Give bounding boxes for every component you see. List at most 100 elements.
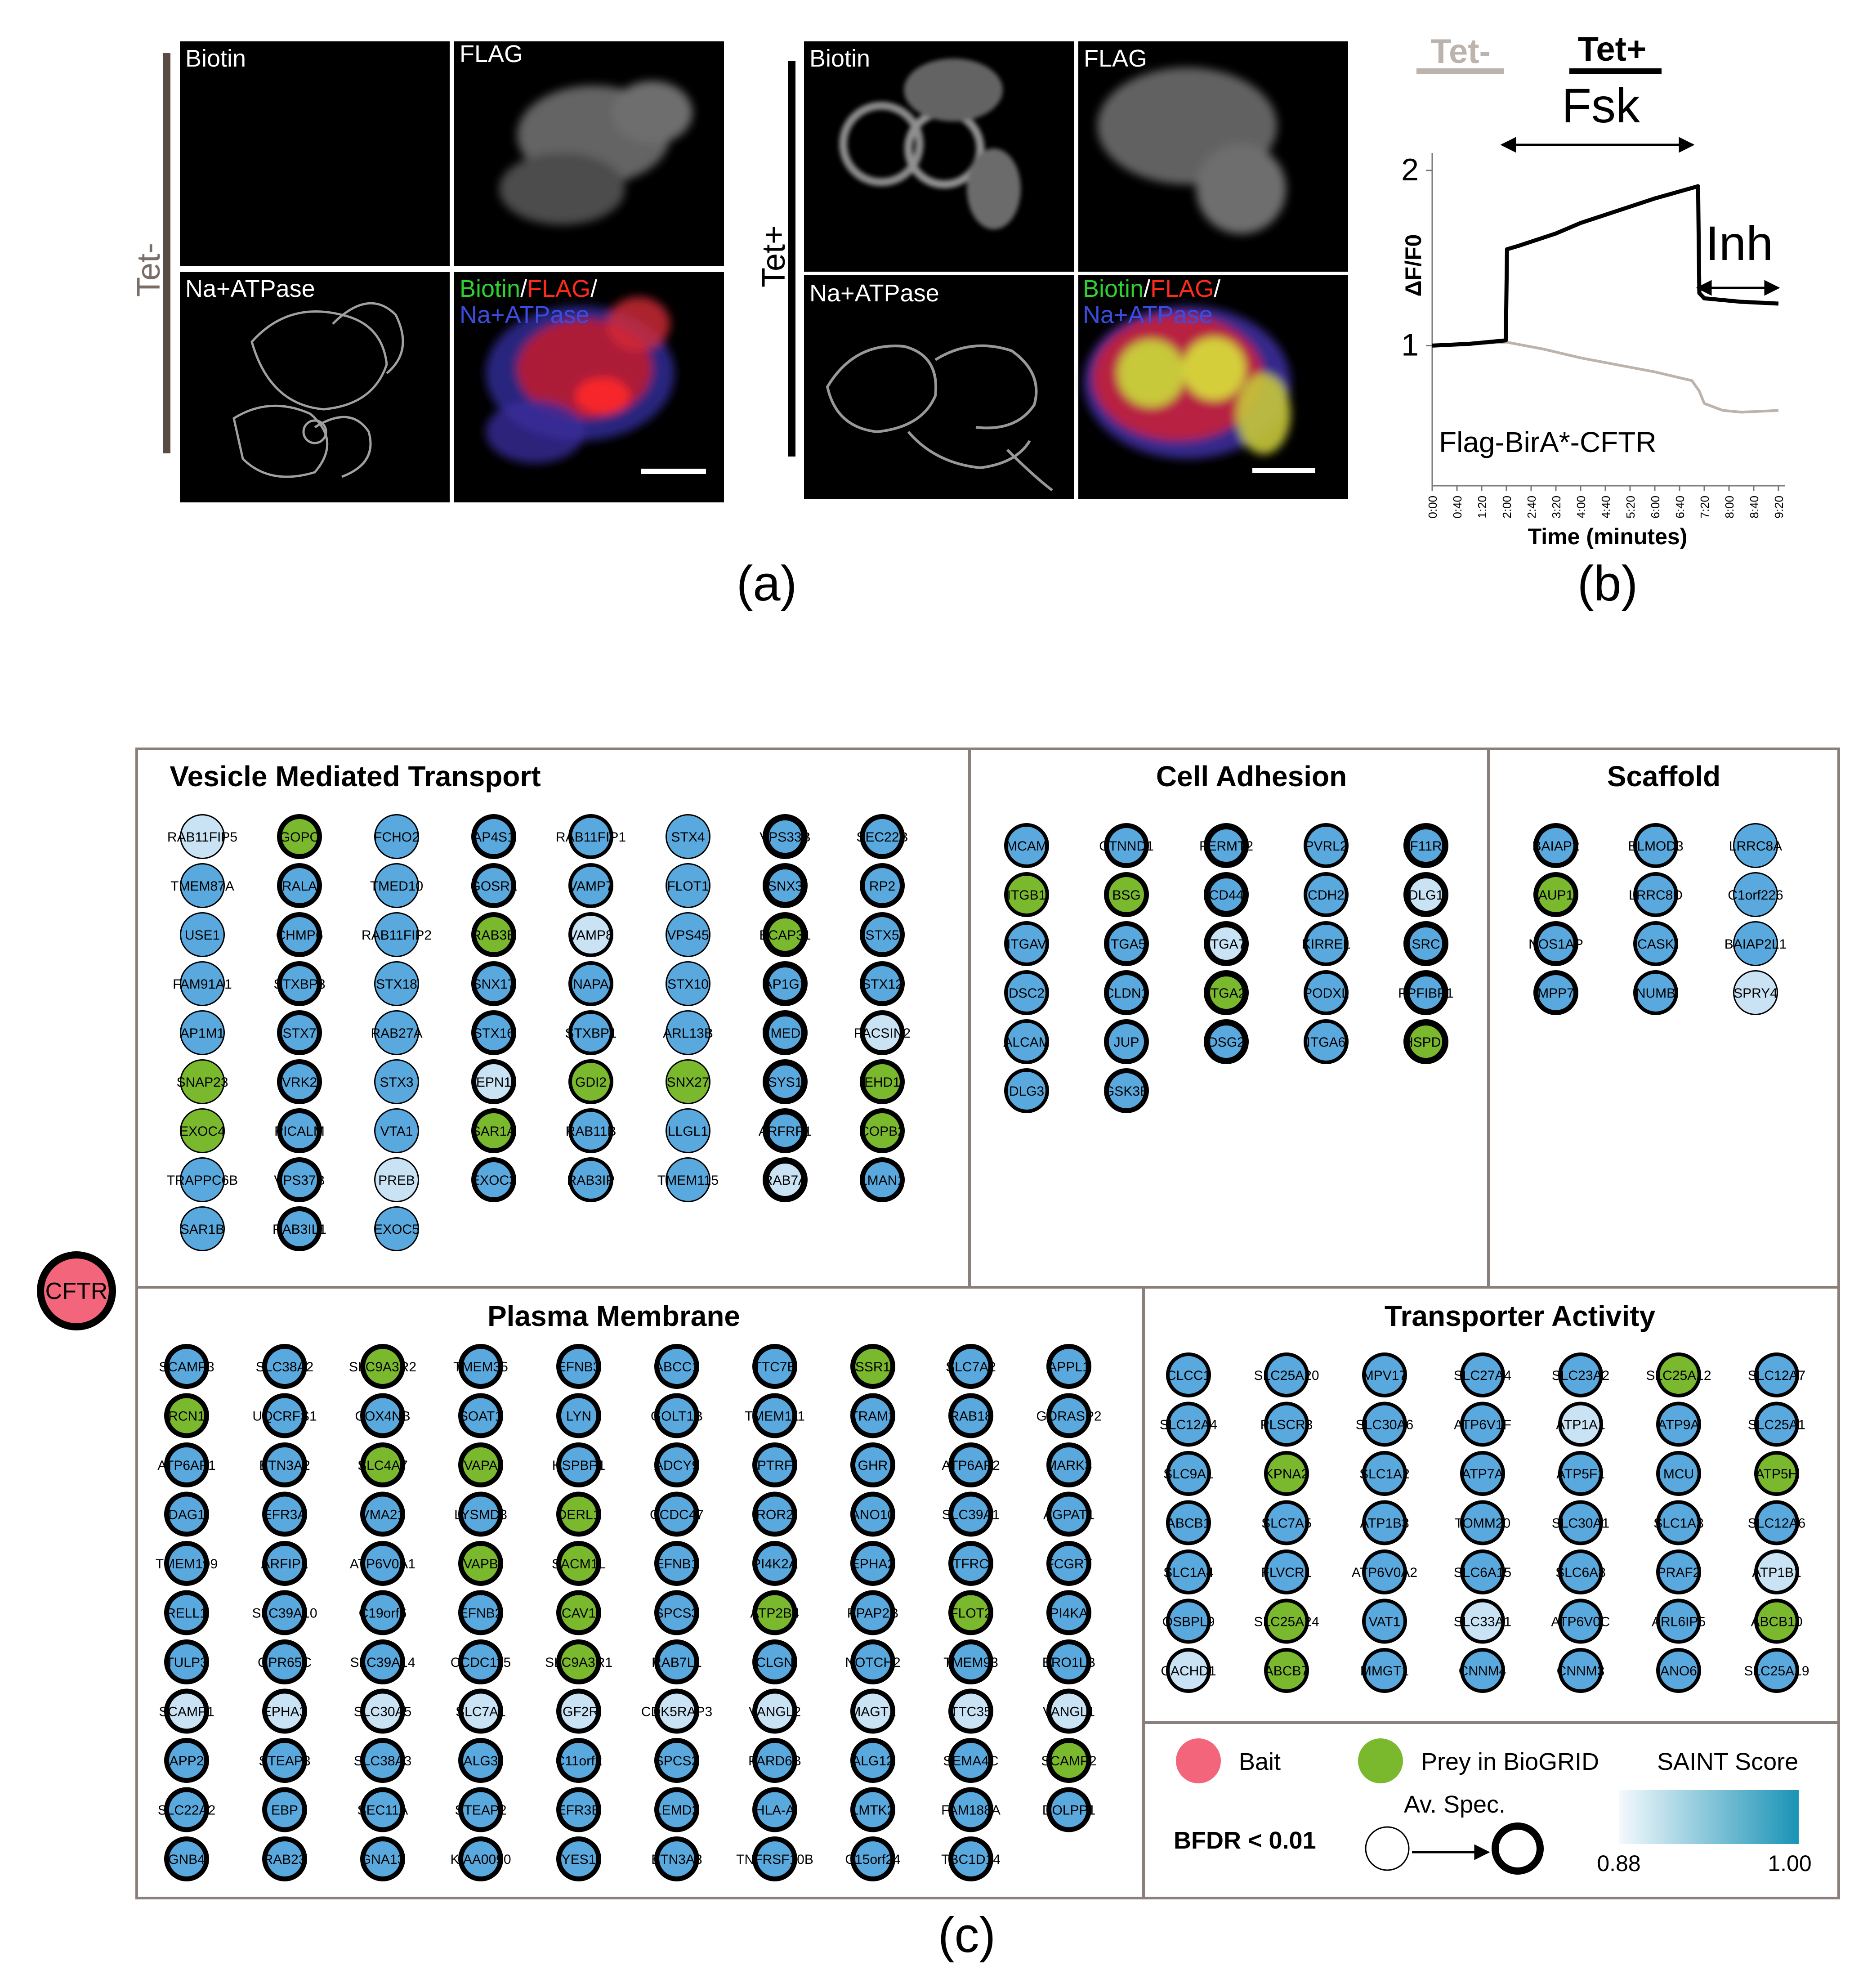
gene-node: SLC30A1	[1552, 1500, 1609, 1545]
gene-node: FERMT2	[1199, 823, 1253, 868]
gene-label: SLC30A6	[1356, 1418, 1413, 1433]
gene-node-circle	[360, 1738, 405, 1783]
gene-node: MAGT1	[849, 1688, 896, 1734]
gene-node-circle	[471, 814, 516, 859]
gene-node-circle	[654, 1393, 699, 1438]
gene-node: APPL1	[1046, 1344, 1091, 1389]
gene-node-circle	[360, 1393, 405, 1438]
gene-node-circle	[277, 1206, 322, 1251]
gene-node: AP1M1	[180, 1010, 225, 1055]
cell-texture	[839, 58, 1021, 229]
gene-node-circle	[752, 1787, 797, 1832]
gene-node-circle	[458, 1738, 503, 1783]
gene-label: SLC25A20	[1254, 1368, 1319, 1383]
gene-node: BCAP31	[759, 912, 811, 957]
gene-label: RAB27A	[371, 1026, 422, 1041]
gene-label: SNAP23	[176, 1075, 228, 1090]
gene-node-circle	[1558, 1598, 1603, 1644]
gene-node: ABCC1	[654, 1344, 699, 1389]
gene-label: CCDC47	[650, 1508, 704, 1522]
gene-node-circle	[277, 912, 322, 957]
gene-label: EFR3B	[557, 1803, 601, 1818]
gene-label: DSC2	[1009, 986, 1045, 1001]
gene-node: AP1G1	[763, 961, 808, 1006]
gene-node-circle	[1304, 1019, 1349, 1064]
gene-node: SLC9A3R1	[545, 1639, 612, 1684]
saint-legend-label: SAINT Score	[1657, 1748, 1798, 1775]
gene-label: ALG3	[464, 1754, 498, 1769]
gene-node-circle	[1362, 1352, 1407, 1397]
gene-label: ATP6AP2	[942, 1458, 1000, 1473]
gene-node-circle	[277, 1059, 322, 1104]
gene-label: SNX17	[472, 977, 515, 992]
gene-node: VAMP7	[568, 863, 613, 908]
gene-label: SLC25A1	[1748, 1418, 1805, 1433]
gene-label: ARL13B	[663, 1026, 713, 1041]
x-tick-label: 6:00	[1649, 496, 1662, 519]
gene-node: ATP6V0C	[1551, 1598, 1610, 1644]
gene-label: CLCC1	[1166, 1368, 1211, 1383]
gene-node-circle	[1362, 1598, 1407, 1644]
gene-node-circle	[1656, 1401, 1701, 1447]
gene-node: BTN3A3	[651, 1836, 702, 1881]
gene-node-circle	[763, 1157, 808, 1202]
gene-node-circle	[752, 1491, 797, 1537]
gene-node-circle	[568, 1157, 613, 1202]
gene-label: SLC25A24	[1254, 1615, 1319, 1630]
gene-node-circle	[1362, 1500, 1407, 1545]
gene-node: IGF2R	[556, 1688, 601, 1734]
cell-merge	[486, 297, 675, 463]
gene-label: TFRC	[953, 1557, 989, 1572]
gene-node: ATP1A1	[1556, 1401, 1605, 1447]
gene-label: STX3	[380, 1075, 413, 1090]
gene-label: VAMP7	[568, 879, 613, 894]
gene-node-circle	[164, 1836, 209, 1881]
gene-node: CCDC47	[650, 1491, 704, 1537]
gene-label: SLC39A1	[942, 1508, 1000, 1522]
gene-node: SNAP23	[176, 1059, 228, 1104]
gene-node: VANGL1	[1043, 1688, 1095, 1734]
gene-node: PODXL	[1303, 970, 1349, 1015]
gene-node: GOSR1	[470, 863, 518, 908]
gene-label: STX10	[667, 977, 709, 992]
gene-node-circle	[1754, 1648, 1799, 1693]
gene-node: ATP6V0A1	[350, 1541, 415, 1586]
gene-node-circle	[1362, 1451, 1407, 1496]
gene-node-circle	[1004, 970, 1049, 1015]
gene-node: PACSIN2	[854, 1010, 911, 1055]
gene-node-circle	[1104, 970, 1149, 1015]
gene-node-circle	[458, 1787, 503, 1832]
gene-node-circle	[850, 1836, 895, 1881]
gene-node-circle	[860, 1059, 905, 1104]
gene-label: F11R	[1410, 839, 1442, 854]
gene-node: GPR65C	[258, 1639, 312, 1684]
gene-node-circle	[180, 1059, 225, 1104]
gene-label: CNNM3	[1557, 1664, 1605, 1679]
gene-node-circle	[1264, 1500, 1309, 1545]
gene-node-circle	[752, 1344, 797, 1389]
gene-node-circle	[1166, 1451, 1211, 1496]
gene-node-circle	[850, 1393, 895, 1438]
gene-node-circle	[948, 1393, 993, 1438]
gene-node-circle	[654, 1787, 699, 1832]
gene-node-circle	[752, 1393, 797, 1438]
gene-node-circle	[164, 1393, 209, 1438]
gene-label: IGF2R	[559, 1705, 599, 1719]
gene-label: EXOC3	[471, 1173, 517, 1188]
gene-node: VPS37B	[274, 1157, 325, 1202]
gene-node-circle	[850, 1787, 895, 1832]
gene-node: NOS1AP	[1528, 921, 1583, 966]
gene-label: DOLPP1	[1042, 1803, 1095, 1818]
gene-node-circle	[374, 961, 419, 1006]
gene-node: TBC1D14	[941, 1836, 1001, 1881]
gene-node-circle	[1204, 970, 1249, 1015]
gene-node: DLG3	[1004, 1068, 1049, 1113]
gene-node: UQCRFS1	[252, 1393, 317, 1438]
gene-node: SNX3	[763, 863, 808, 908]
gene-label: ALCAM	[1003, 1035, 1050, 1050]
cell-membrane	[232, 302, 404, 478]
gene-node: VTA1	[374, 1108, 419, 1153]
gene-label: LRRC8D	[1629, 888, 1683, 903]
biogrid-legend-label: Prey in BioGRID	[1421, 1748, 1599, 1775]
gene-node: SLC25A1	[1748, 1401, 1805, 1447]
